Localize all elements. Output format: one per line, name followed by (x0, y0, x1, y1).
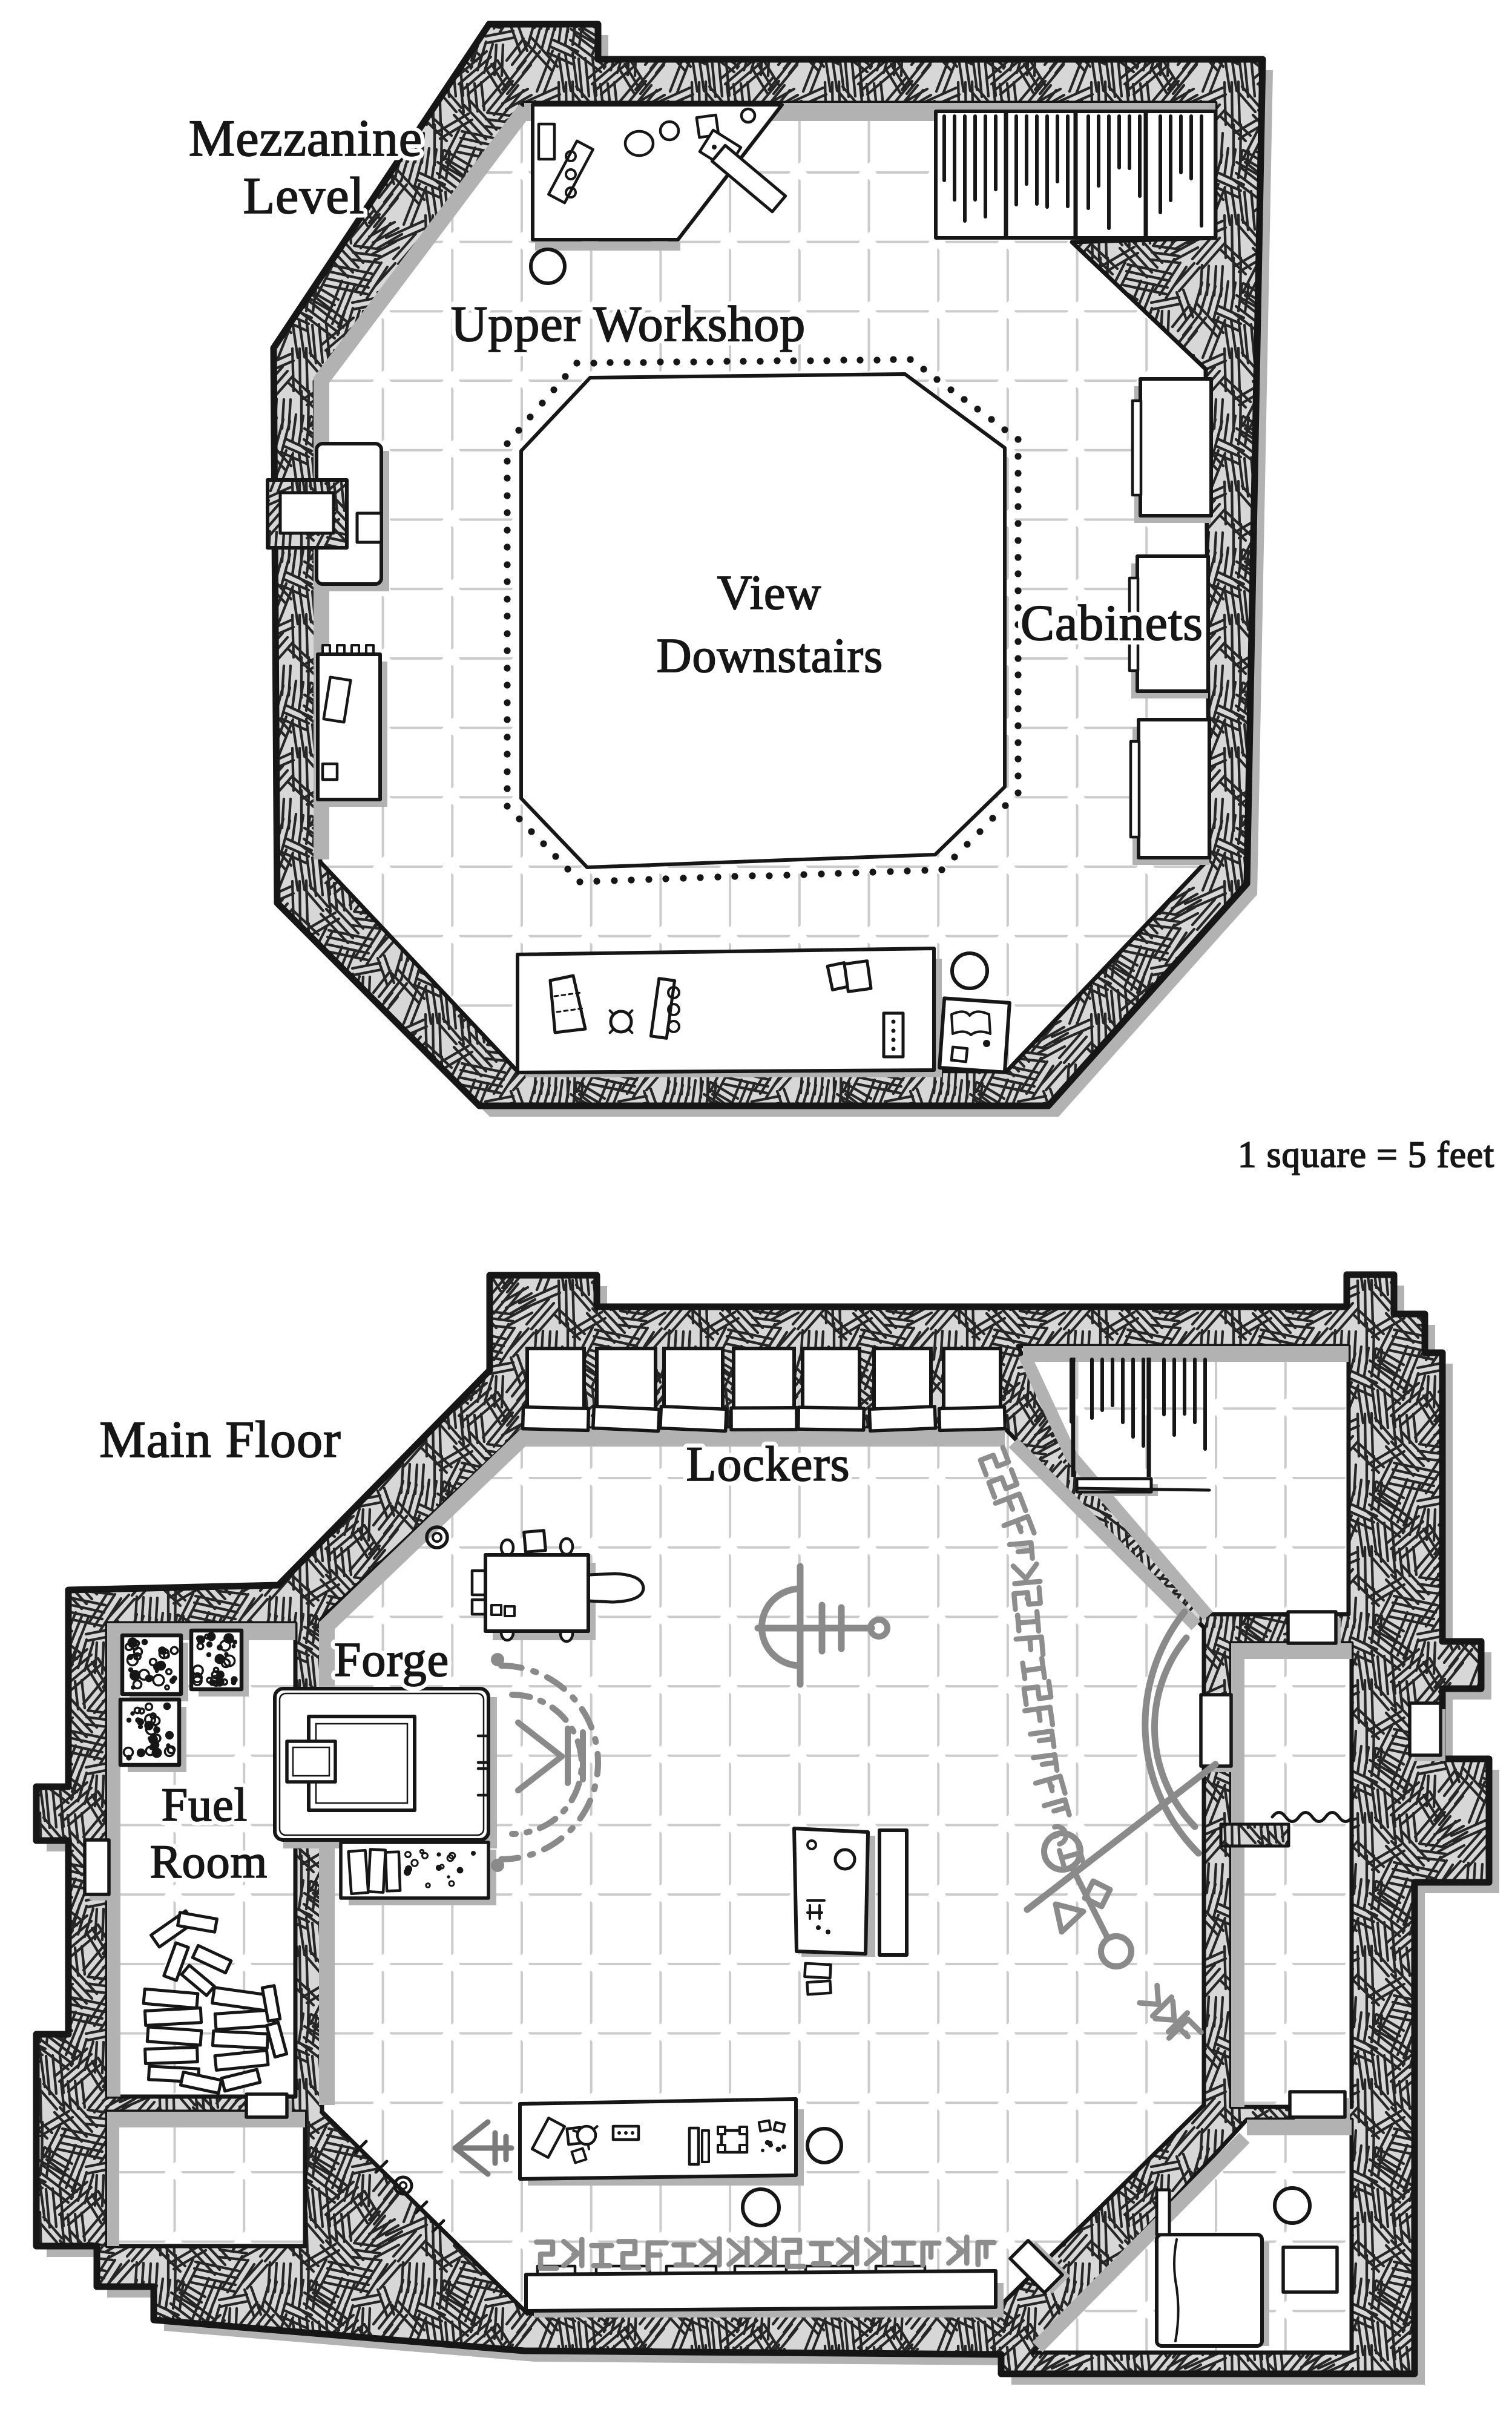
svg-text:Main Floor: Main Floor (99, 1410, 341, 1468)
svg-text:Cabinets: Cabinets (1021, 595, 1203, 651)
svg-text:Forge: Forge (334, 1634, 449, 1687)
svg-text:Mezzanine: Mezzanine (189, 109, 422, 167)
svg-text:1 square = 5 feet: 1 square = 5 feet (1238, 1135, 1494, 1175)
svg-text:Downstairs: Downstairs (657, 629, 883, 683)
svg-text:Room: Room (150, 1835, 268, 1888)
svg-text:Forge: Forge (334, 1634, 449, 1687)
svg-text:Upper Workshop: Upper Workshop (451, 296, 806, 352)
svg-text:Mezzanine: Mezzanine (189, 109, 422, 167)
svg-text:Level: Level (243, 166, 365, 225)
svg-text:1 square = 5 feet: 1 square = 5 feet (1238, 1135, 1494, 1175)
svg-text:View: View (717, 567, 821, 620)
svg-text:Fuel: Fuel (162, 1778, 248, 1831)
svg-text:Room: Room (150, 1835, 268, 1888)
svg-text:Upper Workshop: Upper Workshop (451, 296, 806, 352)
svg-text:View: View (717, 567, 821, 620)
svg-text:Fuel: Fuel (162, 1778, 248, 1831)
svg-text:Cabinets: Cabinets (1021, 595, 1203, 651)
svg-text:Lockers: Lockers (686, 1436, 850, 1491)
svg-text:Main Floor: Main Floor (99, 1410, 341, 1468)
svg-text:Level: Level (243, 166, 365, 225)
svg-text:Lockers: Lockers (686, 1436, 850, 1491)
svg-text:Downstairs: Downstairs (657, 629, 883, 683)
